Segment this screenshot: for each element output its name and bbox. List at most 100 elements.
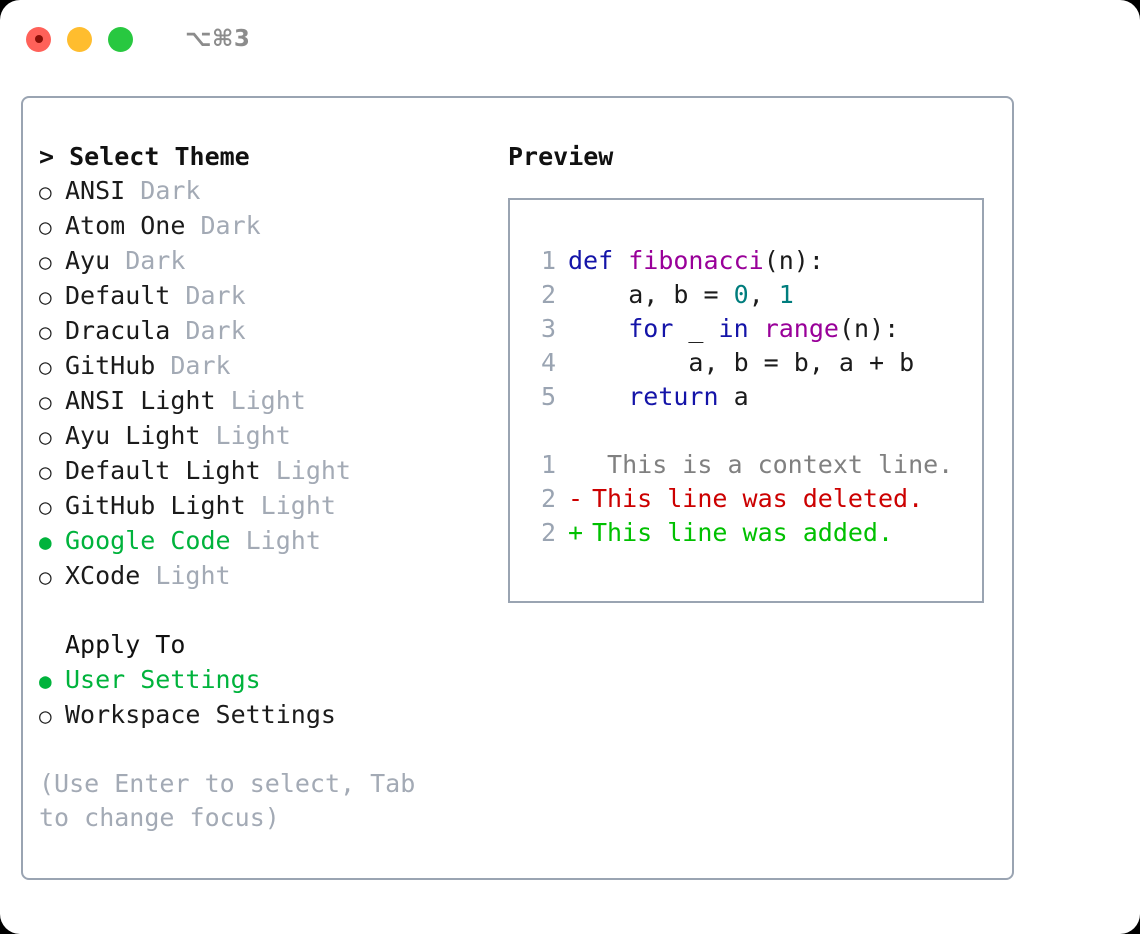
- close-window-button[interactable]: [26, 26, 51, 52]
- code-token-kw: for: [628, 314, 674, 343]
- code-token-num: 0: [733, 280, 749, 309]
- theme-selection-column: > Select Theme ○ANSI Dark○Atom One Dark○…: [23, 140, 483, 878]
- theme-option-ayu[interactable]: ○ Ayu Dark: [39, 244, 483, 279]
- theme-option-github-light[interactable]: ○ GitHub Light Light: [39, 489, 483, 524]
- diff-line-text: This is a context line.: [592, 450, 954, 479]
- code-diff-spacer: [510, 414, 982, 448]
- theme-option-ayu-light[interactable]: ○ Ayu Light Light: [39, 419, 483, 454]
- theme-option-kind: Dark: [110, 246, 186, 275]
- code-token-plain: a, b = b, a + b: [568, 348, 915, 377]
- theme-option-label: ANSI Light: [65, 386, 216, 415]
- apply-to-option-user-settings[interactable]: ● User Settings: [39, 663, 483, 698]
- radio-unselected-icon: ○: [39, 495, 52, 519]
- theme-option-ansi-light[interactable]: ○ ANSI Light Light: [39, 384, 483, 419]
- radio-unselected-icon: ○: [39, 460, 52, 484]
- diff-line-text: This line was added.: [592, 518, 894, 547]
- theme-option-dracula[interactable]: ○ Dracula Dark: [39, 314, 483, 349]
- theme-option-label: Ayu Light: [65, 421, 201, 450]
- diff-sample: 1 This is a context line. 2-This line was…: [510, 448, 982, 550]
- theme-option-label: GitHub Light: [65, 491, 246, 520]
- theme-option-kind: Dark: [170, 316, 246, 345]
- theme-option-ansi[interactable]: ○ANSI Dark: [39, 174, 483, 209]
- radio-unselected-icon: ○: [39, 215, 52, 239]
- apply-to-option-label: User Settings: [65, 665, 261, 694]
- code-token-plain: [749, 314, 764, 343]
- theme-option-kind: Dark: [170, 281, 246, 310]
- code-line-text: def fibonacci(n):: [568, 244, 824, 278]
- code-token-fn: range: [763, 314, 839, 343]
- code-line-number: 2: [540, 280, 556, 309]
- theme-option-kind: Dark: [155, 351, 231, 380]
- apply-to-option-workspace-settings[interactable]: ○ Workspace Settings: [39, 698, 483, 733]
- apply-to-list[interactable]: ● User Settings ○ Workspace Settings: [39, 663, 483, 733]
- code-token-plain: [568, 382, 628, 411]
- code-line: 1 def fibonacci(n):: [510, 244, 982, 278]
- diff-marker: +: [568, 518, 584, 547]
- code-token-kw: return: [628, 382, 719, 411]
- theme-list[interactable]: ○ANSI Dark○Atom One Dark○Ayu Dark○Defaul…: [39, 174, 483, 594]
- code-token-plain: _: [673, 314, 719, 343]
- theme-option-kind: Dark: [125, 176, 201, 205]
- code-line-number: 4: [540, 348, 556, 377]
- code-token-plain: (n):: [763, 246, 824, 275]
- theme-option-label: XCode: [65, 561, 141, 590]
- apply-to-header-row: ○ Apply To: [39, 628, 483, 663]
- theme-option-kind: Dark: [185, 211, 261, 240]
- code-line-number: 3: [540, 314, 556, 343]
- theme-option-label: Ayu: [65, 246, 111, 275]
- apply-to-option-label: Workspace Settings: [65, 700, 336, 729]
- diff-line-text: This line was deleted.: [592, 484, 924, 513]
- preview-header: Preview: [508, 142, 614, 171]
- theme-option-kind: Light: [245, 491, 336, 520]
- theme-option-kind: Light: [230, 526, 321, 555]
- keyboard-hint-text: (Use Enter to select, Tab to change focu…: [39, 769, 431, 832]
- radio-unselected-icon: ○: [39, 704, 52, 728]
- traffic-light-buttons: [26, 26, 133, 52]
- theme-option-atom-one[interactable]: ○ Atom One Dark: [39, 209, 483, 244]
- theme-option-google-code[interactable]: ●Google Code Light: [39, 524, 483, 559]
- code-token-fn: fibonacci: [628, 246, 764, 275]
- radio-unselected-icon: ○: [39, 250, 52, 274]
- theme-option-default[interactable]: ○Default Dark: [39, 279, 483, 314]
- code-token-plain: [568, 314, 628, 343]
- code-line-text: for _ in range(n):: [568, 312, 899, 346]
- radio-unselected-icon: ○: [39, 425, 52, 449]
- select-theme-header: > Select Theme: [39, 142, 250, 171]
- code-line: 3 for _ in range(n):: [510, 312, 982, 346]
- diff-line-del: 2-This line was deleted.: [510, 482, 982, 516]
- theme-option-kind: Light: [215, 386, 306, 415]
- diff-marker: [568, 448, 592, 482]
- code-line-number: 1: [540, 246, 556, 275]
- theme-option-label: GitHub: [65, 351, 156, 380]
- code-line: 4 a, b = b, a + b: [510, 346, 982, 380]
- diff-line-number: 2: [540, 484, 556, 513]
- theme-option-kind: Light: [140, 561, 231, 590]
- radio-selected-icon: ●: [39, 669, 52, 693]
- theme-option-label: Dracula: [65, 316, 171, 345]
- radio-unselected-icon: ○: [39, 565, 52, 589]
- radio-unselected-icon: ○: [39, 320, 52, 344]
- code-token-plain: ,: [748, 280, 779, 309]
- theme-option-default-light[interactable]: ○Default Light Light: [39, 454, 483, 489]
- theme-option-kind: Light: [200, 421, 291, 450]
- code-line-text: a, b = 0, 1: [568, 278, 794, 312]
- radio-unselected-icon: ○: [39, 180, 52, 204]
- minimize-window-button[interactable]: [67, 26, 92, 52]
- theme-option-xcode[interactable]: ○ XCode Light: [39, 559, 483, 594]
- radio-selected-icon: ●: [39, 530, 52, 554]
- theme-option-label: Default: [65, 281, 171, 310]
- code-token-plain: a: [718, 382, 749, 411]
- maximize-window-button[interactable]: [108, 26, 133, 52]
- code-token-plain: a, b =: [568, 280, 734, 309]
- diff-line-number: 1: [540, 450, 556, 479]
- code-line: 2 a, b = 0, 1: [510, 278, 982, 312]
- diff-line-add: 2+This line was added.: [510, 516, 982, 550]
- code-token-kw: in: [718, 314, 749, 343]
- theme-option-github[interactable]: ○GitHub Dark: [39, 349, 483, 384]
- radio-unselected-icon: ○: [39, 390, 52, 414]
- code-line-number: 5: [540, 382, 556, 411]
- theme-option-label: Atom One: [65, 211, 186, 240]
